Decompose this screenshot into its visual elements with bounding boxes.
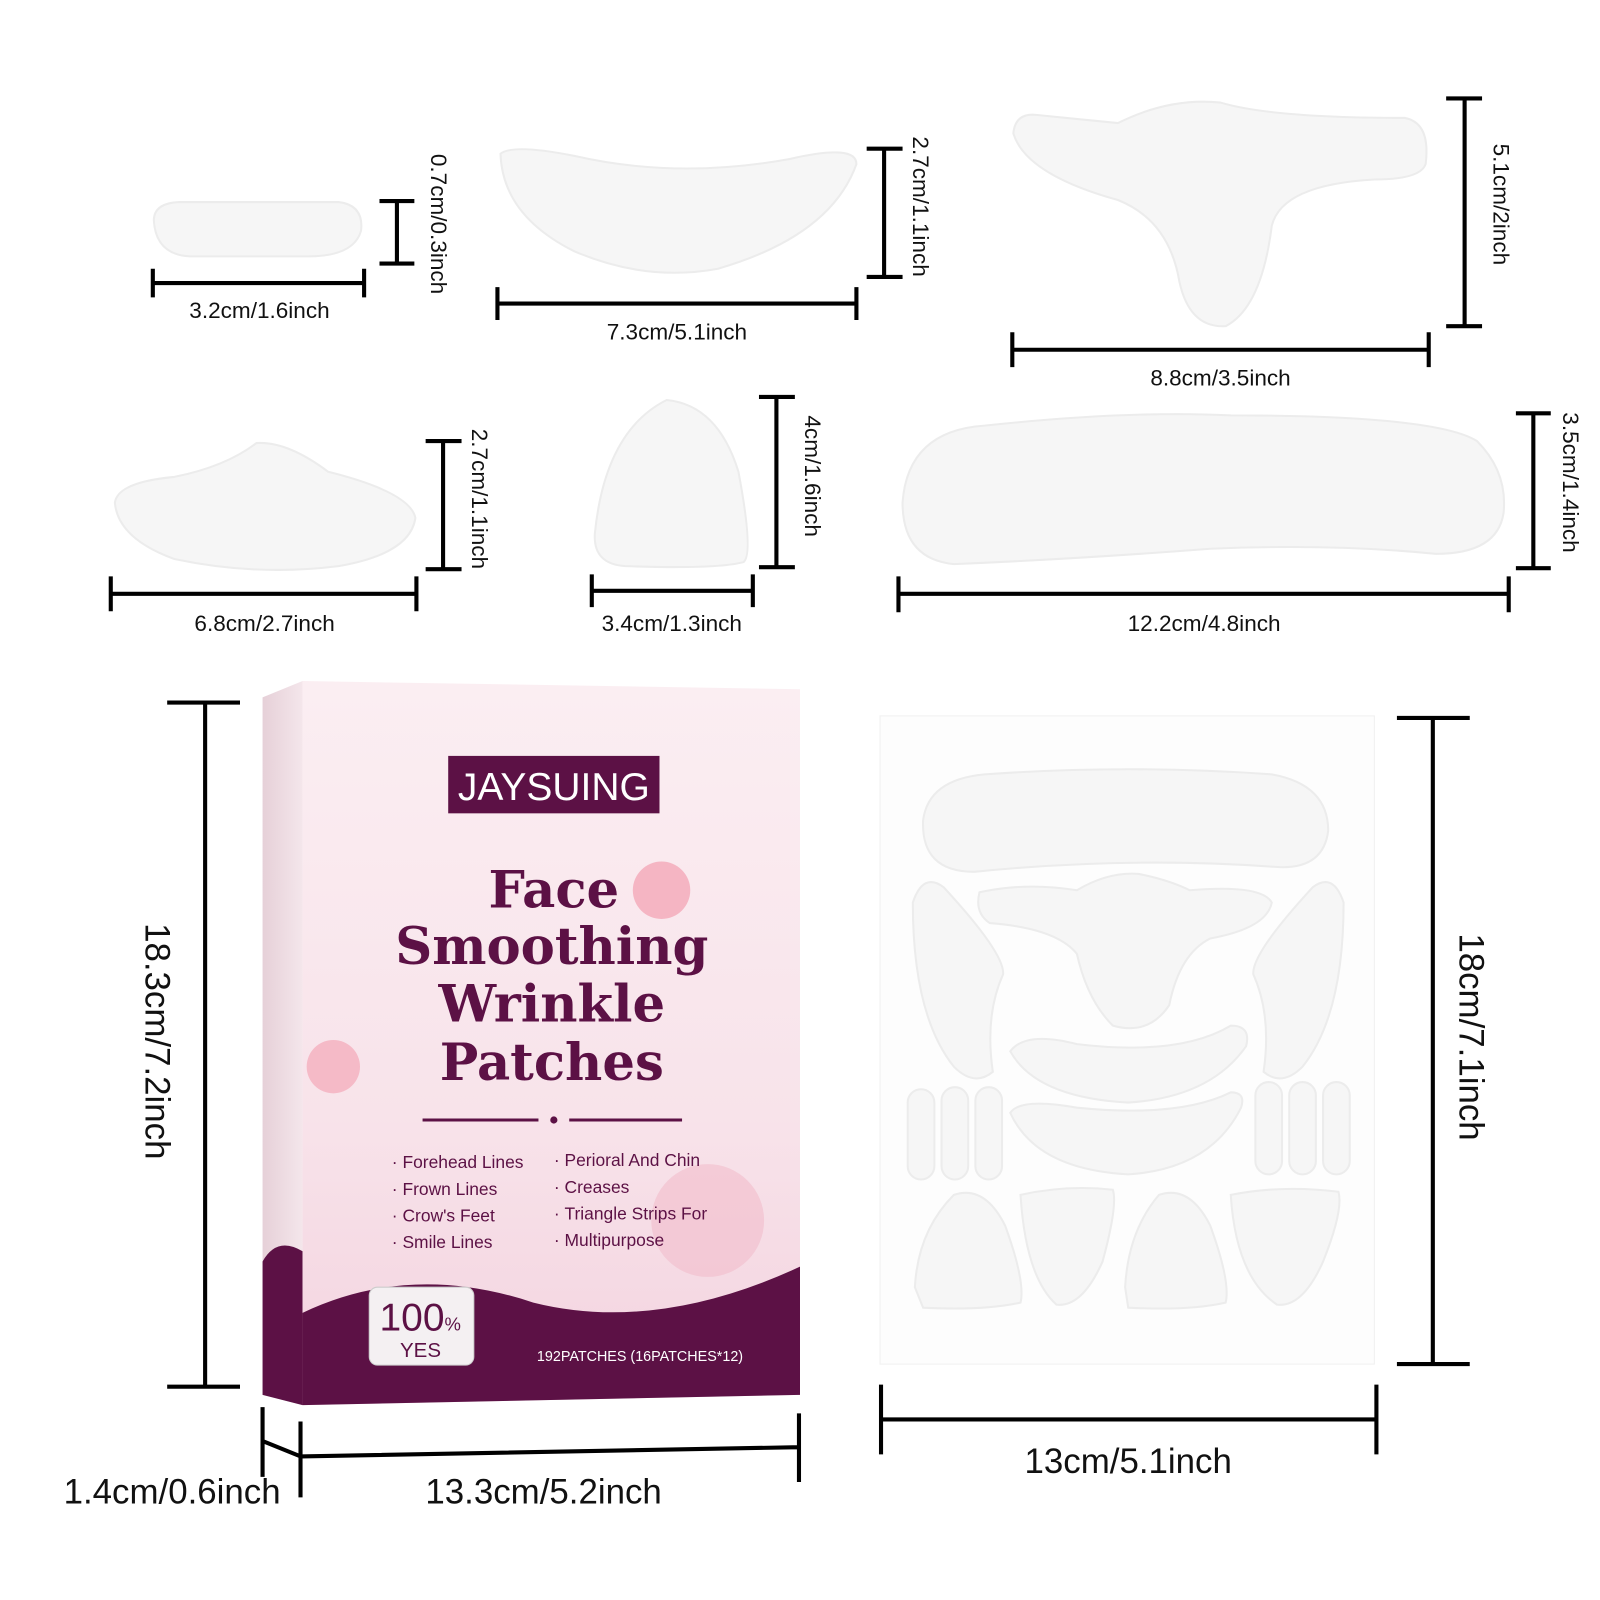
height-bar: [758, 394, 795, 570]
svg-text:· Perioral And Chin: · Perioral And Chin: [554, 1150, 700, 1170]
width-bar: [1010, 332, 1431, 368]
height-bar: [379, 198, 415, 266]
svg-text:· Frown Lines: · Frown Lines: [392, 1179, 498, 1199]
dimension-label: 6.8cm/2.7inch: [194, 611, 334, 636]
svg-text:· Forehead Lines: · Forehead Lines: [392, 1152, 524, 1172]
brand-logo: JAYSUING: [458, 766, 650, 809]
dimension-label: 4cm/1.6inch: [800, 415, 825, 537]
frown-patch: [1012, 100, 1428, 328]
svg-text:· Creases: · Creases: [554, 1177, 630, 1197]
height-bar: [1515, 411, 1551, 571]
patch-sheet: [879, 715, 1375, 1365]
svg-text:· Smile Lines: · Smile Lines: [392, 1232, 493, 1252]
dimension-label: 1.4cm/0.6inch: [64, 1473, 281, 1512]
features-list-right: · Perioral And Chin · Creases · Triangle…: [554, 1150, 707, 1250]
dimension-label: 13cm/5.1inch: [1025, 1442, 1232, 1481]
box-title-line: Wrinkle: [437, 975, 665, 1035]
dimension-label: 13.3cm/5.2inch: [425, 1473, 661, 1512]
svg-text:· Triangle Strips For: · Triangle Strips For: [554, 1203, 707, 1223]
box-title-line: Smoothing: [395, 917, 708, 977]
svg-text:· Multipurpose: · Multipurpose: [554, 1230, 664, 1250]
dimension-label: 3.4cm/1.3inch: [602, 611, 742, 636]
dimension-label: 5.1cm/2inch: [1488, 144, 1513, 266]
dimension-label: 12.2cm/4.8inch: [1128, 611, 1281, 636]
badge-value: 100%: [379, 1296, 460, 1339]
dimension-label: 2.7cm/1.1inch: [467, 429, 492, 569]
dimension-label: 2.7cm/1.1inch: [908, 136, 933, 276]
width-bar: [878, 1384, 1379, 1455]
height-bar: [167, 700, 240, 1389]
smile-line-patch: [113, 442, 417, 571]
width-bar: [589, 574, 755, 608]
width-bar: [150, 268, 367, 298]
height-bar: [1446, 96, 1483, 329]
dimension-label: 18cm/7.1inch: [1451, 933, 1490, 1140]
box-title-line: Face: [489, 861, 620, 921]
depth-bar: [260, 1407, 303, 1498]
dimension-label: 7.3cm/5.1inch: [607, 319, 747, 344]
dimension-label: 8.8cm/3.5inch: [1150, 366, 1290, 391]
triangle-patch: [593, 398, 749, 569]
product-box: JAYSUING Face Smoothing Wrinkle Patches …: [262, 681, 800, 1406]
width-bar: [108, 576, 419, 612]
height-bar: [425, 438, 462, 572]
dimension-label: 0.7cm/0.3inch: [426, 154, 451, 294]
width-bar: [495, 287, 859, 320]
forehead-patch: [901, 413, 1506, 566]
dimension-label: 3.2cm/1.6inch: [189, 298, 329, 323]
small-strip-patch: [152, 201, 363, 258]
badge-label: YES: [400, 1339, 441, 1362]
patch-count: 192PATCHES (16PATCHES*12): [537, 1349, 743, 1365]
height-bar: [866, 146, 903, 279]
dimension-label: 18.3cm/7.2inch: [138, 923, 177, 1159]
svg-text:· Crow's Feet: · Crow's Feet: [392, 1206, 495, 1226]
under-eye-patch: [499, 148, 858, 274]
height-bar: [1396, 715, 1470, 1367]
box-title-line: Patches: [440, 1033, 664, 1093]
dimension-label: 3.5cm/1.4inch: [1558, 412, 1583, 552]
width-bar: [896, 576, 1511, 613]
features-list-left: · Forehead Lines · Frown Lines · Crow's …: [392, 1152, 524, 1252]
width-bar: [300, 1413, 802, 1483]
